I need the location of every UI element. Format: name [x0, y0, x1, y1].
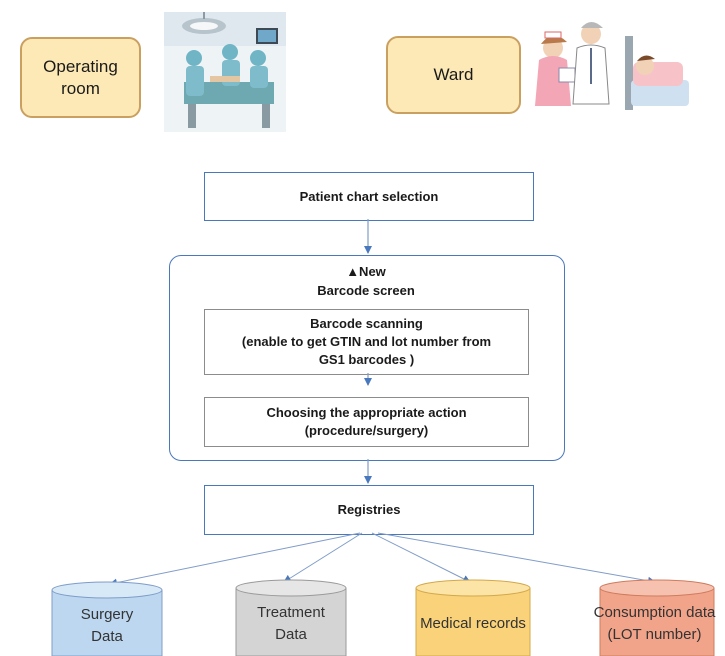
barcode-scanning-line3: GS1 barcodes )	[318, 352, 415, 367]
choosing-action-line2: (procedure/surgery)	[304, 423, 429, 438]
patient-chart-selection-label: Patient chart selection	[299, 188, 439, 204]
barcode-screen-title: ▲New Barcode screen	[169, 262, 563, 300]
consumption-data-label: Consumption data (LOT number)	[593, 604, 716, 643]
arrow-to-consumption-data	[377, 532, 656, 585]
choosing-action-line1: Choosing the appropriate action	[266, 405, 467, 420]
ward-illustration	[533, 14, 689, 122]
barcode-scanning-line2: (enable to get GTIN and lot number from	[241, 334, 492, 349]
treatment-data-cylinder	[235, 579, 347, 656]
arrow-to-surgery-data	[109, 532, 361, 587]
treatment-data-label: Treatment Data	[257, 604, 325, 643]
medical-records-label: Medical records	[420, 615, 526, 632]
surgery-data-cylinder	[51, 581, 163, 656]
barcode-scanning-line1: Barcode scanning	[310, 316, 423, 331]
operating-room-label: Operating room	[20, 37, 141, 118]
consumption-data-cylinder	[599, 579, 715, 656]
patient-chart-selection-box: Patient chart selection	[204, 172, 534, 221]
choosing-action-box: Choosing the appropriate action (procedu…	[204, 397, 529, 447]
new-marker: ▲New	[346, 264, 386, 279]
ward-label: Ward	[386, 36, 521, 114]
registries-box: Registries	[204, 485, 534, 535]
arrow-to-medical-records	[371, 532, 471, 583]
arrow-to-treatment-data	[283, 532, 363, 583]
registries-label: Registries	[337, 502, 401, 517]
barcode-scanning-box: Barcode scanning (enable to get GTIN and…	[204, 309, 529, 375]
operating-room-illustration	[164, 12, 286, 132]
surgery-data-label: Surgery Data	[80, 606, 134, 645]
barcode-screen-label: Barcode screen	[317, 283, 415, 298]
medical-records-cylinder	[415, 579, 531, 656]
